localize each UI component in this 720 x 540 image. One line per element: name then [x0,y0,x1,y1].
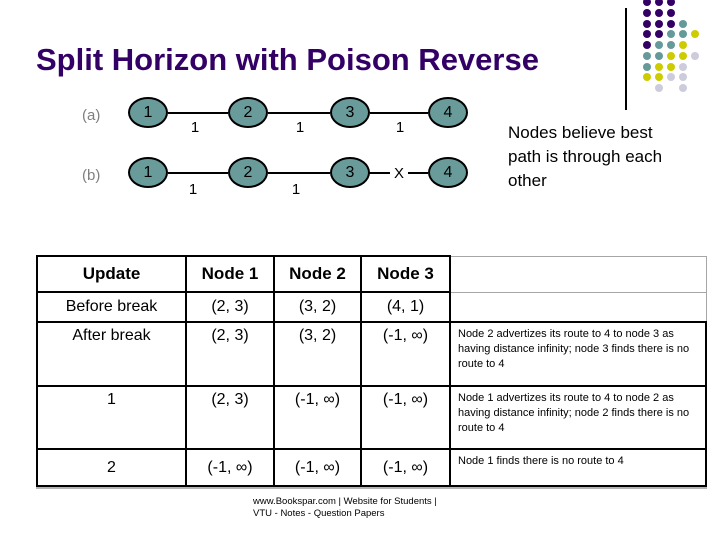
node-a-2: 2 [228,97,268,128]
table-cell: (-1, ∞) [273,385,362,450]
decor-dot [667,73,675,82]
link-a-1-2 [168,112,228,114]
header-node-1: Node 1 [185,255,275,293]
diagram-b-label: (b) [82,167,101,184]
decor-dot [655,51,663,60]
decor-dot [667,19,675,28]
decor-dot [667,30,675,39]
decor-dot [679,41,687,49]
table-cell: (-1, ∞) [360,385,451,450]
decor-dot [643,41,651,49]
table-row-update-1: 1 (2, 3) (-1, ∞) (-1, ∞) Node 1 advertiz… [36,385,707,450]
link-b-3-break [368,172,390,174]
broken-link-x-marker: X [393,165,404,182]
note-cell: Node 1 finds there is no route to 4 [449,448,707,487]
decor-dot [643,30,651,39]
node-a-1: 1 [128,97,168,128]
decor-dot [655,73,663,82]
table-cell: (-1, ∞) [273,448,362,487]
row-label: 2 [36,448,187,487]
decor-dot [655,8,663,17]
row-label: After break [36,321,187,387]
table-cell: (-1, ∞) [360,448,451,487]
decor-dot [679,84,687,92]
node-b-4: 4 [428,157,468,188]
table-cell: (3, 2) [273,291,362,323]
decor-dot [655,41,663,49]
side-note: Nodes believe best path is through each … [508,123,663,190]
node-a-3: 3 [330,97,370,128]
table-row-before-break: Before break (2, 3) (3, 2) (4, 1) [36,291,707,323]
decor-dot [655,19,663,28]
diagram-a-label: (a) [82,107,101,124]
routing-table: Update Node 1 Node 2 Node 3 Before break… [36,255,707,487]
table-cell: (2, 3) [185,385,275,450]
decor-dot [679,51,687,60]
note-cell: Node 2 advertizes its route to 4 to node… [449,321,707,387]
table-row-after-break: After break (2, 3) (3, 2) (-1, ∞) Node 2… [36,321,707,387]
decor-dot [643,0,651,6]
slide-title: Split Horizon with Poison Reverse [36,42,539,77]
decor-dot [691,30,699,39]
header-update: Update [36,255,187,293]
footer-line-1: www.Bookspar.com | Website for Students … [253,496,437,507]
table-row-update-2: 2 (-1, ∞) (-1, ∞) (-1, ∞) Node 1 finds t… [36,448,707,487]
table-cell: (2, 3) [185,321,275,387]
decor-dot [655,84,663,92]
link-b-break-4 [408,172,428,174]
node-b-2: 2 [228,157,268,188]
header-node-2: Node 2 [273,255,362,293]
node-a-4: 4 [428,97,468,128]
decor-dot [643,19,651,28]
table-cell: (4, 1) [360,291,451,323]
decor-dot [643,51,651,60]
header-node-3: Node 3 [360,255,451,293]
divider-line [625,8,627,110]
link-a-3-4 [370,112,428,114]
node-b-3: 3 [330,157,370,188]
decor-dot [679,30,687,39]
table-header-row: Update Node 1 Node 2 Node 3 [36,255,707,293]
decor-dot [691,51,699,60]
edge-cost-a-3: 1 [395,119,405,136]
decor-dot [667,62,675,71]
link-a-2-3 [268,112,330,114]
link-b-2-3 [268,172,330,174]
decor-dot [667,0,675,6]
decorative-dots [643,0,705,96]
decor-dot [655,30,663,39]
node-b-1: 1 [128,157,168,188]
decor-dot [667,8,675,17]
row-label: 1 [36,385,187,450]
footer: www.Bookspar.com | Website for Students … [253,496,437,520]
note-cell [449,291,707,323]
decor-dot [655,62,663,71]
table-cell: (2, 3) [185,291,275,323]
decor-dot [679,19,687,28]
decor-dot [679,62,687,71]
decor-dot [655,0,663,6]
note-cell: Node 1 advertizes its route to 4 to node… [449,385,707,450]
decor-dot [667,51,675,60]
table-cell: (-1, ∞) [185,448,275,487]
decor-dot [667,41,675,49]
table-cell: (-1, ∞) [360,321,451,387]
decor-dot [643,73,651,82]
edge-cost-b-1: 1 [188,181,198,198]
decor-dot [643,8,651,17]
table-cell: (3, 2) [273,321,362,387]
edge-cost-b-2: 1 [291,181,301,198]
footer-line-2: VTU - Notes - Question Papers [253,508,385,519]
decor-dot [679,73,687,82]
edge-cost-a-1: 1 [190,119,200,136]
note-cell-header [449,255,707,293]
decor-dot [643,62,651,71]
edge-cost-a-2: 1 [295,119,305,136]
row-label: Before break [36,291,187,323]
link-b-1-2 [168,172,228,174]
